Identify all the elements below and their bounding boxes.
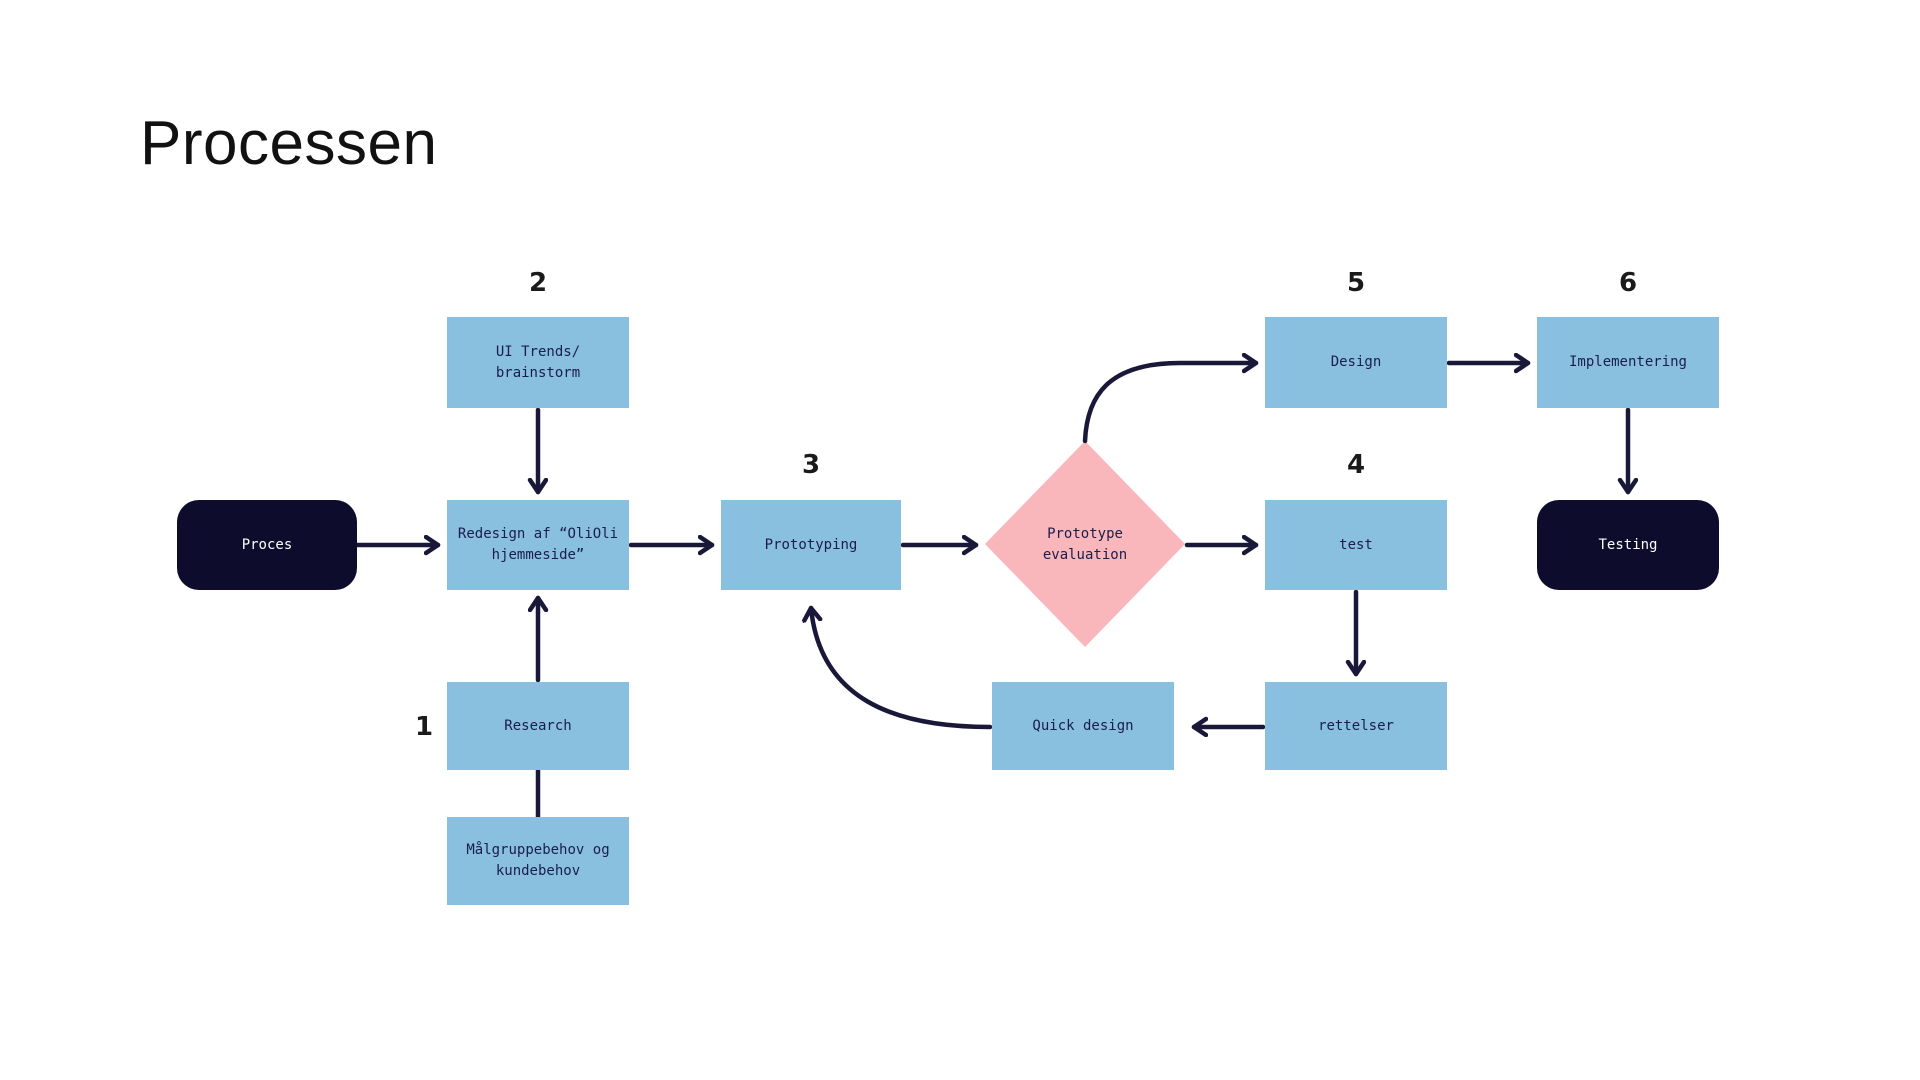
node-redesign-label: Redesign af “OliOli hjemmeside” [457, 526, 619, 563]
page-title: Processen [140, 109, 438, 178]
node-design-label: Design [1330, 354, 1382, 370]
decision-diamond-shape [985, 441, 1185, 647]
arrow-evaluation-to-design [1082, 363, 1259, 444]
node-testing: Testing [1537, 500, 1719, 590]
arrow-quickdesign-to-prototyping [811, 605, 993, 730]
step-number-6: 6 [1618, 268, 1638, 298]
node-research: Research [447, 682, 629, 770]
node-research-label: Research [504, 717, 572, 734]
step-number-2: 2 [528, 268, 548, 298]
node-design: Design [1265, 317, 1447, 408]
node-testing-label: Testing [1598, 536, 1658, 553]
node-malgruppebehov: Målgruppebehov og kundebehov [447, 817, 629, 905]
node-implementering-label: Implementering [1568, 354, 1687, 370]
node-prototype-evaluation-label: Prototype evaluation [1042, 526, 1128, 563]
node-ui-trends-brainstorm: UI Trends/ brainstorm [447, 317, 629, 408]
step-number-5: 5 [1346, 268, 1366, 298]
node-prototype-evaluation: Prototype evaluation [1010, 500, 1160, 590]
node-test: test [1265, 500, 1447, 590]
node-implementering: Implementering [1537, 317, 1719, 408]
node-redesign: Redesign af “OliOli hjemmeside” [447, 500, 629, 590]
step-number-1: 1 [414, 712, 434, 742]
node-rettelser: rettelser [1265, 682, 1447, 770]
node-quick-design-label: Quick design [1032, 717, 1134, 734]
node-prototyping-label: Prototyping [764, 536, 858, 553]
node-ui-trends-label: UI Trends/ brainstorm [495, 343, 581, 381]
node-test-label: test [1339, 536, 1373, 553]
node-proces: Proces [177, 500, 357, 590]
step-number-4: 4 [1346, 450, 1366, 480]
node-proces-label: Proces [241, 536, 293, 553]
node-quick-design: Quick design [992, 682, 1174, 770]
node-malgruppebehov-label: Målgruppebehov og kundebehov [466, 842, 610, 879]
step-number-3: 3 [801, 450, 821, 480]
node-prototyping: Prototyping [721, 500, 901, 590]
node-rettelser-label: rettelser [1318, 717, 1394, 734]
